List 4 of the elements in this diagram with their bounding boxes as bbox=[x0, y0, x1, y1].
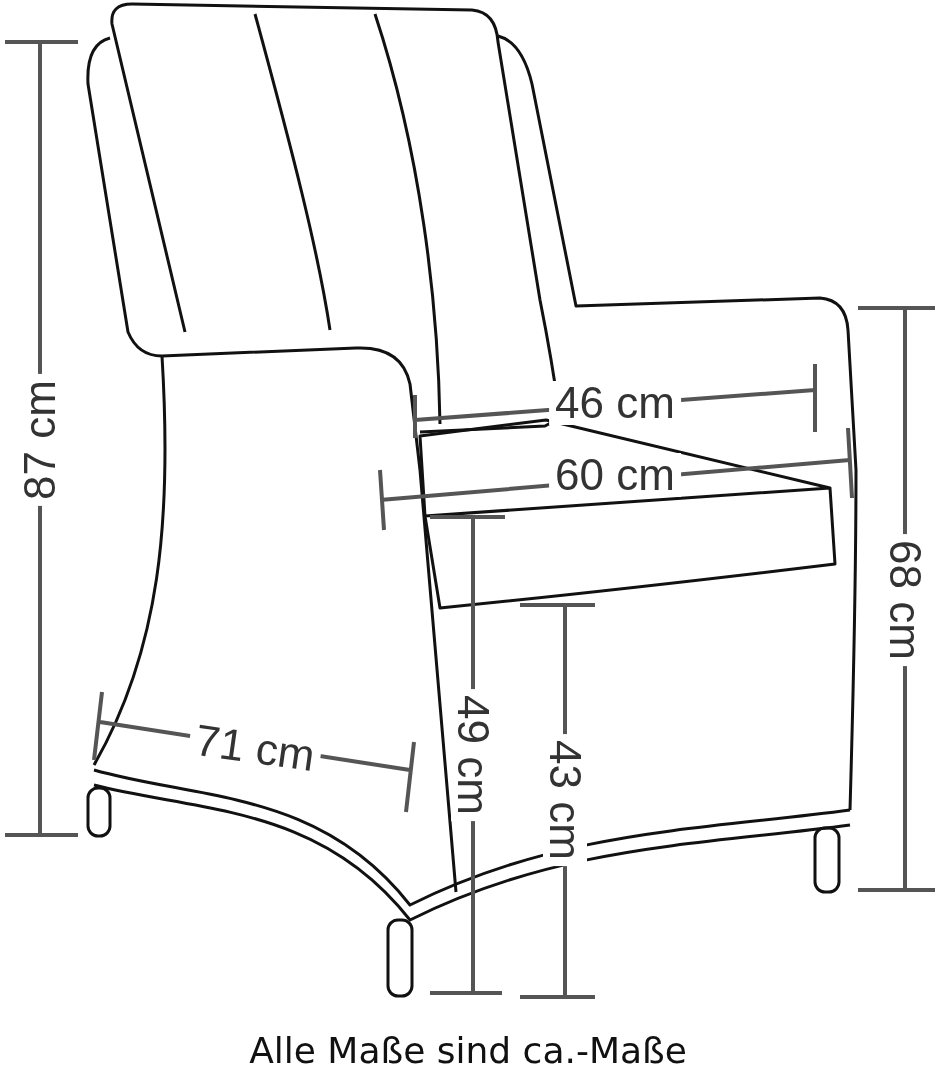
dimension-label: 46 cm bbox=[549, 381, 681, 425]
caption: Alle Maße sind ca.-Maße bbox=[249, 1030, 687, 1071]
dimension-label: 60 cm bbox=[549, 453, 681, 497]
dimension-label: 43 cm bbox=[543, 734, 587, 866]
